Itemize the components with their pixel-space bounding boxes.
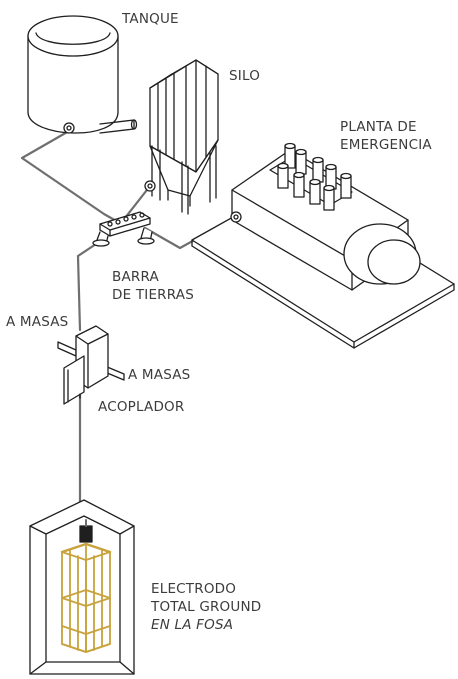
generator-ground-lug bbox=[230, 211, 242, 223]
electrode-pit bbox=[29, 499, 135, 675]
label-planta-de-emergencia: PLANTA DE EMERGENCIA bbox=[340, 118, 432, 154]
ground-bar bbox=[92, 211, 155, 247]
tank bbox=[27, 15, 138, 134]
label-barra-line1: BARRA bbox=[112, 269, 159, 285]
label-silo: SILO bbox=[229, 68, 261, 84]
label-electrodo-line3: EN LA FOSA bbox=[151, 617, 234, 633]
electrode-cage bbox=[60, 542, 112, 653]
tank-ground-lug bbox=[63, 122, 75, 134]
ground-wires bbox=[20, 129, 238, 542]
label-planta-line1: PLANTA DE bbox=[340, 119, 417, 135]
label-acoplador: ACOPLADOR bbox=[98, 399, 185, 415]
silo-ground-lug bbox=[144, 180, 156, 192]
label-electrodo-line1: ELECTRODO bbox=[151, 581, 237, 597]
generator-cylinders bbox=[277, 142, 352, 211]
label-barra-de-tierras: BARRA DE TIERRAS bbox=[112, 268, 194, 304]
label-barra-line2: DE TIERRAS bbox=[112, 287, 194, 303]
label-planta-line2: EMERGENCIA bbox=[340, 137, 432, 153]
emergency-generator bbox=[191, 142, 455, 349]
label-electrodo-line2: TOTAL GROUND bbox=[151, 599, 262, 615]
label-a-masas-left: A MASAS bbox=[6, 314, 69, 330]
label-electrodo: ELECTRODO TOTAL GROUND EN LA FOSA bbox=[151, 580, 261, 634]
label-tanque: TANQUE bbox=[122, 11, 179, 27]
label-a-masas-right: A MASAS bbox=[128, 367, 191, 383]
coupler bbox=[57, 325, 125, 405]
silo bbox=[144, 59, 219, 215]
